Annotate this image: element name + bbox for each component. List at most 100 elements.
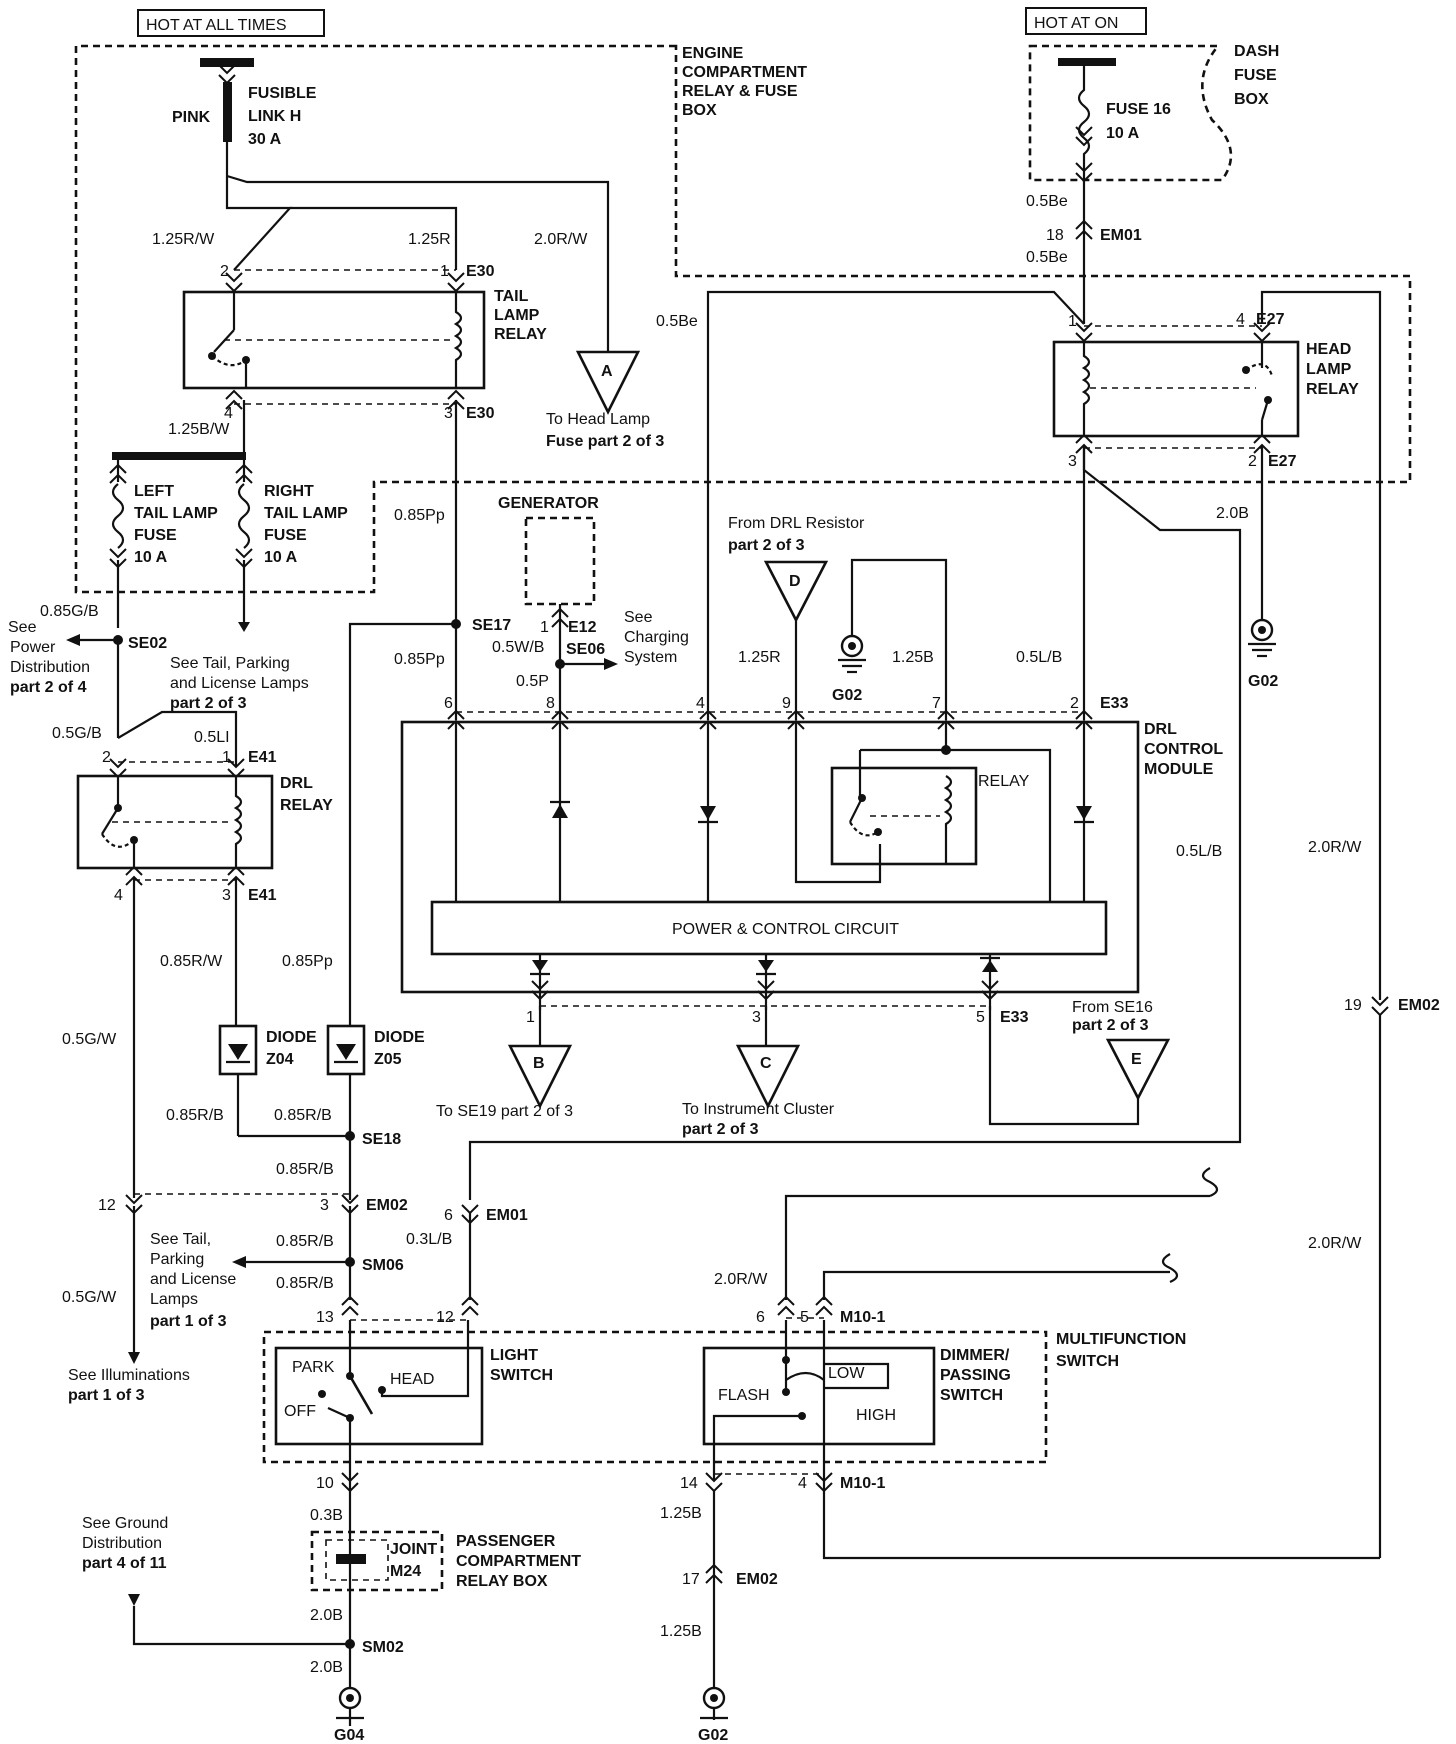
dash-fuse-box-outline [1028,44,1233,182]
em02-pin-17: 17 [682,1571,700,1588]
wire-label-05be-2: 0.5Be [1026,249,1068,266]
drl-module-label-2: CONTROL [1144,741,1223,758]
drl-internal-relay-contacts [849,750,953,864]
dimmer-label-3: SWITCH [940,1387,1003,1404]
head-relay-conn-top: E27 [1256,311,1285,328]
tail-relay-pin-1: 1 [440,263,449,280]
drl-relay-internal-label: RELAY [978,773,1030,790]
splice-se18-label: SE18 [362,1131,401,1148]
ref-tail-2: and License Lamps [170,675,309,692]
tail-relay-pin-3: 3 [444,405,453,422]
offpage-d-line-1: From DRL Resistor [728,515,865,532]
mf-pin-13: 13 [316,1309,334,1326]
drl-pin-8: 8 [546,695,555,712]
drl-lower-pins [530,954,1000,1010]
wire-label-085pp-2: 0.85Pp [394,651,445,668]
offpage-c-triangle [735,1044,801,1109]
tail-relay-label-1: TAIL [494,288,529,305]
drl-pin-9: 9 [782,695,791,712]
wire-label-20rw-3: 2.0R/W [1308,1235,1362,1252]
offpage-e-line-1: From SE16 [1072,999,1153,1016]
head-relay-pin-4: 4 [1236,311,1245,328]
diode-z05-label-2: Z05 [374,1051,402,1068]
wire-20rw-dimmer [784,1167,1219,1300]
dimmer-passing-switch[interactable] [702,1346,936,1446]
ref-tail-b-4: Lamps [150,1291,198,1308]
wire-label-05lb-2: 0.5L/B [1176,843,1222,860]
ground-g02-mid-label: G02 [832,687,862,704]
wire-label-085rb-6: 0.85R/B [276,1275,334,1292]
engine-box-label-2: COMPARTMENT [682,64,807,81]
relay-box-label-3: RELAY BOX [456,1573,548,1590]
power-control-circuit-label: POWER & CONTROL CIRCUIT [672,921,899,938]
drl-relay-pin-2: 2 [102,749,111,766]
left-fuse-label-1: LEFT [134,483,174,500]
light-switch-label-2: SWITCH [490,1367,553,1384]
dimmer-flash: FLASH [718,1387,770,1404]
diode-z05-label-1: DIODE [374,1029,425,1046]
dash-box-label-2: FUSE [1234,67,1277,84]
drl-relay-contacts [101,776,243,868]
offpage-a-letter: A [601,363,613,380]
wire-label-05lb-1: 0.5L/B [1016,649,1062,666]
ref-charge-1: See [624,609,653,626]
tail-lamp-relay [182,290,486,390]
fusible-link-color: PINK [172,109,211,126]
wire-label-20rw-4: 2.0R/W [714,1271,768,1288]
splice-se17-label: SE17 [472,617,511,634]
light-switch[interactable] [274,1346,484,1446]
mf-pin-10: 10 [316,1475,334,1492]
wire-m10-5 [822,1253,1179,1300]
ref-illum-2: part 1 of 3 [68,1387,145,1404]
wire-125b [850,558,948,720]
ref-charge-2: Charging [624,629,689,646]
ref-tail-b-5: part 1 of 3 [150,1313,227,1330]
ref-ground-2: Distribution [82,1535,162,1552]
drl-relay-pin-4: 4 [114,887,123,904]
fusible-link-label-2: LINK H [248,108,301,125]
wire-label-125r: 1.25R [408,231,451,248]
offpage-a-line-1: To Head Lamp [546,411,650,428]
fusible-link-label-1: FUSIBLE [248,85,317,102]
head-lamp-relay [1052,340,1300,438]
right-fuse-label-4: 10 A [264,549,298,566]
head-relay-label-3: RELAY [1306,381,1359,398]
power-control-circuit [430,900,1108,956]
mf-conn-bottom: M10-1 [840,1475,885,1492]
em01-pin-18: 18 [1046,227,1064,244]
wire-label-085pp-lower: 0.85Pp [282,953,333,970]
drl-pin-6: 6 [444,695,453,712]
dash-box-label-3: BOX [1234,91,1269,108]
wire-label-05p: 0.5P [516,673,549,690]
left-fuse-label-2: TAIL LAMP [134,505,218,522]
offpage-d-triangle [763,560,829,623]
fusible-link-label-3: 30 A [248,131,282,148]
splice-se02-label: SE02 [128,635,167,652]
wire-label-125bw: 1.25B/W [168,421,230,438]
offpage-d-letter: D [789,573,801,590]
ref-power-1: Power [10,639,56,656]
drl-pin-7: 7 [932,695,941,712]
offpage-c-line-2: part 2 of 3 [682,1121,759,1138]
light-switch-off: OFF [284,1403,316,1420]
left-fuse-label-3: FUSE [134,527,177,544]
offpage-b-letter: B [533,1055,545,1072]
drl-internal-wiring [454,722,1094,902]
hot-at-all-times-label: HOT AT ALL TIMES [146,17,287,34]
drl-pin-4: 4 [696,695,705,712]
engine-box-label-1: ENGINE [682,45,744,62]
head-relay-pin-3: 3 [1068,453,1077,470]
tail-fuse-bus-bar [112,452,246,460]
ref-tail-1: See Tail, Parking [170,655,290,672]
joint-m24 [336,1554,366,1564]
drl-relay-pin-3: 3 [222,887,231,904]
dash-box-label-1: DASH [1234,43,1279,60]
ref-tail-b-2: Parking [150,1251,204,1268]
head-relay-pin-1: 1 [1068,313,1077,330]
head-relay-label-2: LAMP [1306,361,1352,378]
wire-label-085rb-2: 0.85R/B [274,1107,332,1124]
wire-05be-drl [706,290,1085,720]
engine-box-label-3: RELAY & FUSE [682,83,798,100]
offpage-c-line-1: To Instrument Cluster [682,1101,835,1118]
